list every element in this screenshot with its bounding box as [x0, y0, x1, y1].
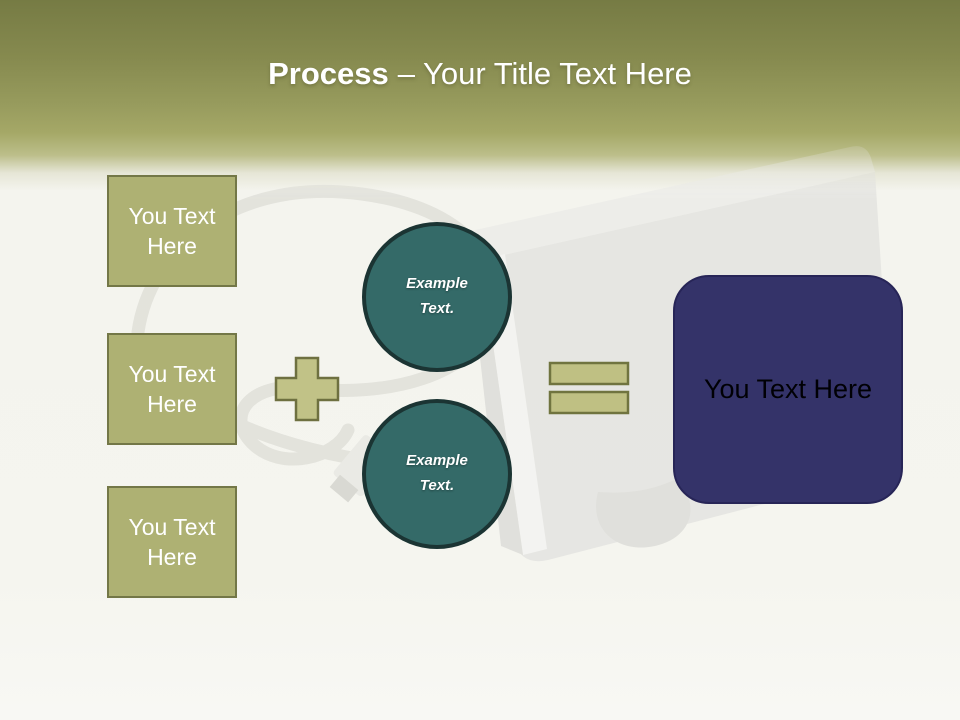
result-box-label: You Text Here: [703, 374, 873, 404]
example-circle-1-label: Example Text.: [406, 275, 468, 317]
slide-title: Process– Your Title Text Here: [0, 57, 960, 91]
title-subtitle: – Your Title Text Here: [397, 56, 692, 91]
example-circle-1[interactable]: Example Text.: [362, 222, 512, 372]
plus-icon[interactable]: [274, 355, 340, 423]
title-keyword: Process: [268, 56, 389, 91]
text-box-1[interactable]: You Text Here: [107, 175, 237, 287]
text-box-3[interactable]: You Text Here: [107, 486, 237, 598]
text-box-1-label: You Text Here: [128, 202, 216, 259]
text-box-2-label: You Text Here: [128, 360, 216, 417]
example-circle-2-label: Example Text.: [406, 452, 468, 494]
text-box-3-label: You Text Here: [128, 513, 216, 570]
text-box-2[interactable]: You Text Here: [107, 333, 237, 445]
result-box[interactable]: You Text Here: [673, 275, 903, 504]
drive-stand: [596, 479, 691, 548]
example-circle-2[interactable]: Example Text.: [362, 399, 512, 549]
equals-icon[interactable]: [547, 360, 631, 418]
